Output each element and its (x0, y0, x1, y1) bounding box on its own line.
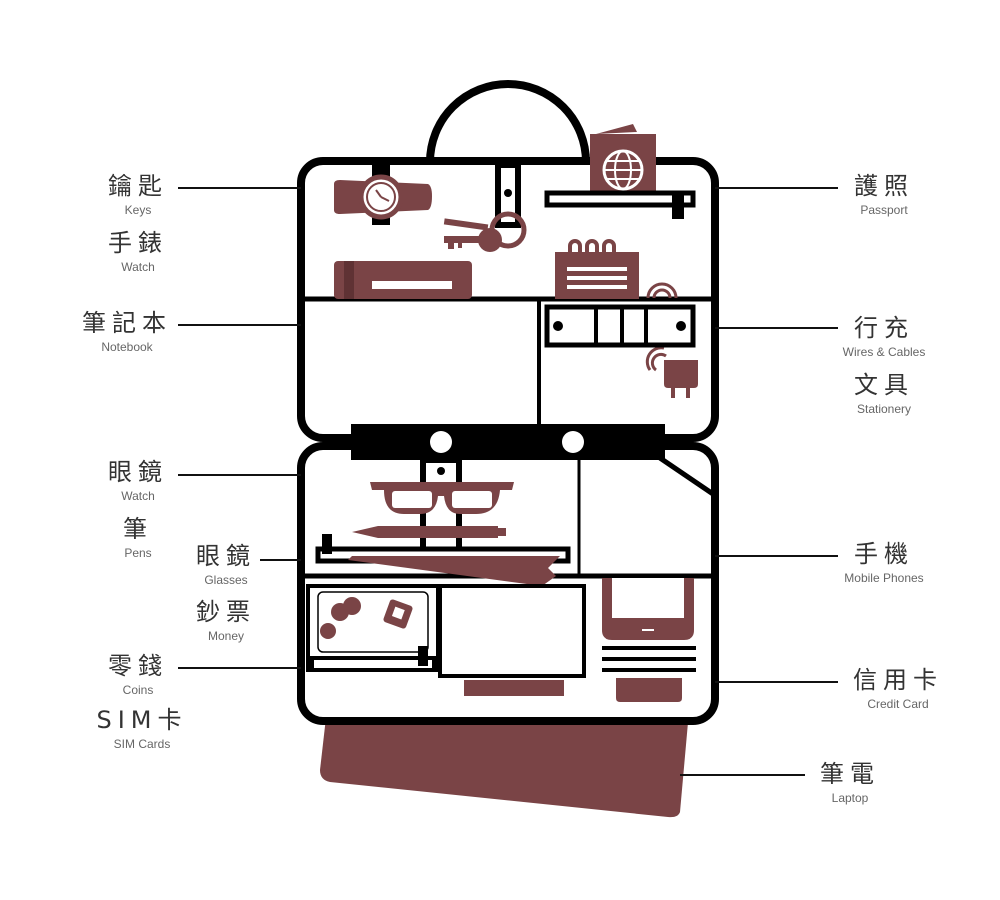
coins-icon (320, 597, 361, 639)
glasses-icon (370, 482, 514, 514)
label-credit-en: Credit Card (867, 697, 929, 711)
label-pens-zh: 筆 (123, 515, 153, 543)
label-glasses-left-zh: 眼鏡 (108, 458, 168, 486)
label-wires: 行充 Wires & Cables (826, 314, 942, 360)
label-laptop-en: Laptop (831, 791, 869, 805)
banknote-icon (348, 556, 560, 586)
label-passport: 護照 Passport (834, 172, 934, 218)
label-sim-en: SIM Cards (113, 737, 171, 751)
label-glasses-en: Glasses (204, 573, 248, 587)
label-glasses: 眼鏡 Glasses (176, 542, 276, 588)
label-watch: 手錶 Watch (88, 229, 188, 275)
key-icon (443, 211, 527, 252)
passport-icon (590, 124, 656, 200)
mobile-phone-icon (602, 578, 694, 640)
label-glasses-left-en: Watch (121, 489, 155, 503)
label-money-zh: 鈔票 (196, 598, 256, 626)
label-phones-en: Mobile Phones (844, 571, 924, 585)
label-phones: 手機 Mobile Phones (826, 540, 942, 586)
label-glasses-zh: 眼鏡 (196, 542, 256, 570)
label-wires-en: Wires & Cables (842, 345, 926, 359)
label-laptop: 筆電 Laptop (800, 760, 900, 806)
label-notebook-en: Notebook (101, 340, 153, 354)
label-credit-zh: 信用卡 (853, 666, 943, 694)
label-stationery-en: Stationery (856, 402, 912, 416)
label-keys-en: Keys (124, 203, 152, 217)
label-glasses-left: 眼鏡 Watch (88, 458, 188, 504)
label-passport-en: Passport (860, 203, 908, 217)
sim-card-icon (383, 599, 413, 629)
label-coins-zh: 零錢 (108, 652, 168, 680)
notebook-icon (334, 261, 472, 299)
label-pens: 筆 Pens (88, 515, 188, 561)
label-phones-zh: 手機 (854, 540, 914, 568)
label-watch-zh: 手錶 (108, 229, 168, 257)
label-watch-en: Watch (121, 260, 155, 274)
label-wires-zh: 行充 (854, 314, 914, 342)
label-sim: SIM卡 SIM Cards (82, 706, 202, 752)
label-money-en: Money (207, 629, 245, 643)
label-passport-zh: 護照 (854, 172, 914, 200)
watch-icon (334, 165, 432, 225)
laptop-icon (320, 700, 690, 818)
label-notebook-zh: 筆記本 (82, 309, 172, 337)
notepad-icon (555, 239, 639, 299)
label-stationery: 文具 Stationery (834, 371, 934, 417)
hinge-bar (351, 424, 665, 460)
cable-plug-icon (645, 282, 678, 372)
label-notebook: 筆記本 Notebook (72, 309, 182, 355)
label-keys-zh: 鑰匙 (108, 172, 168, 200)
label-keys: 鑰匙 Keys (88, 172, 188, 218)
label-money: 鈔票 Money (176, 598, 276, 644)
label-stationery-zh: 文具 (854, 371, 914, 399)
pen-icon (352, 526, 506, 538)
label-pens-en: Pens (124, 546, 152, 560)
label-laptop-zh: 筆電 (820, 760, 880, 788)
label-coins: 零錢 Coins (88, 652, 188, 698)
label-sim-zh: SIM卡 (96, 706, 188, 734)
label-credit: 信用卡 Credit Card (840, 666, 956, 712)
label-coins-en: Coins (122, 683, 154, 697)
credit-card-icon (616, 678, 682, 702)
bag-handle (426, 80, 590, 163)
